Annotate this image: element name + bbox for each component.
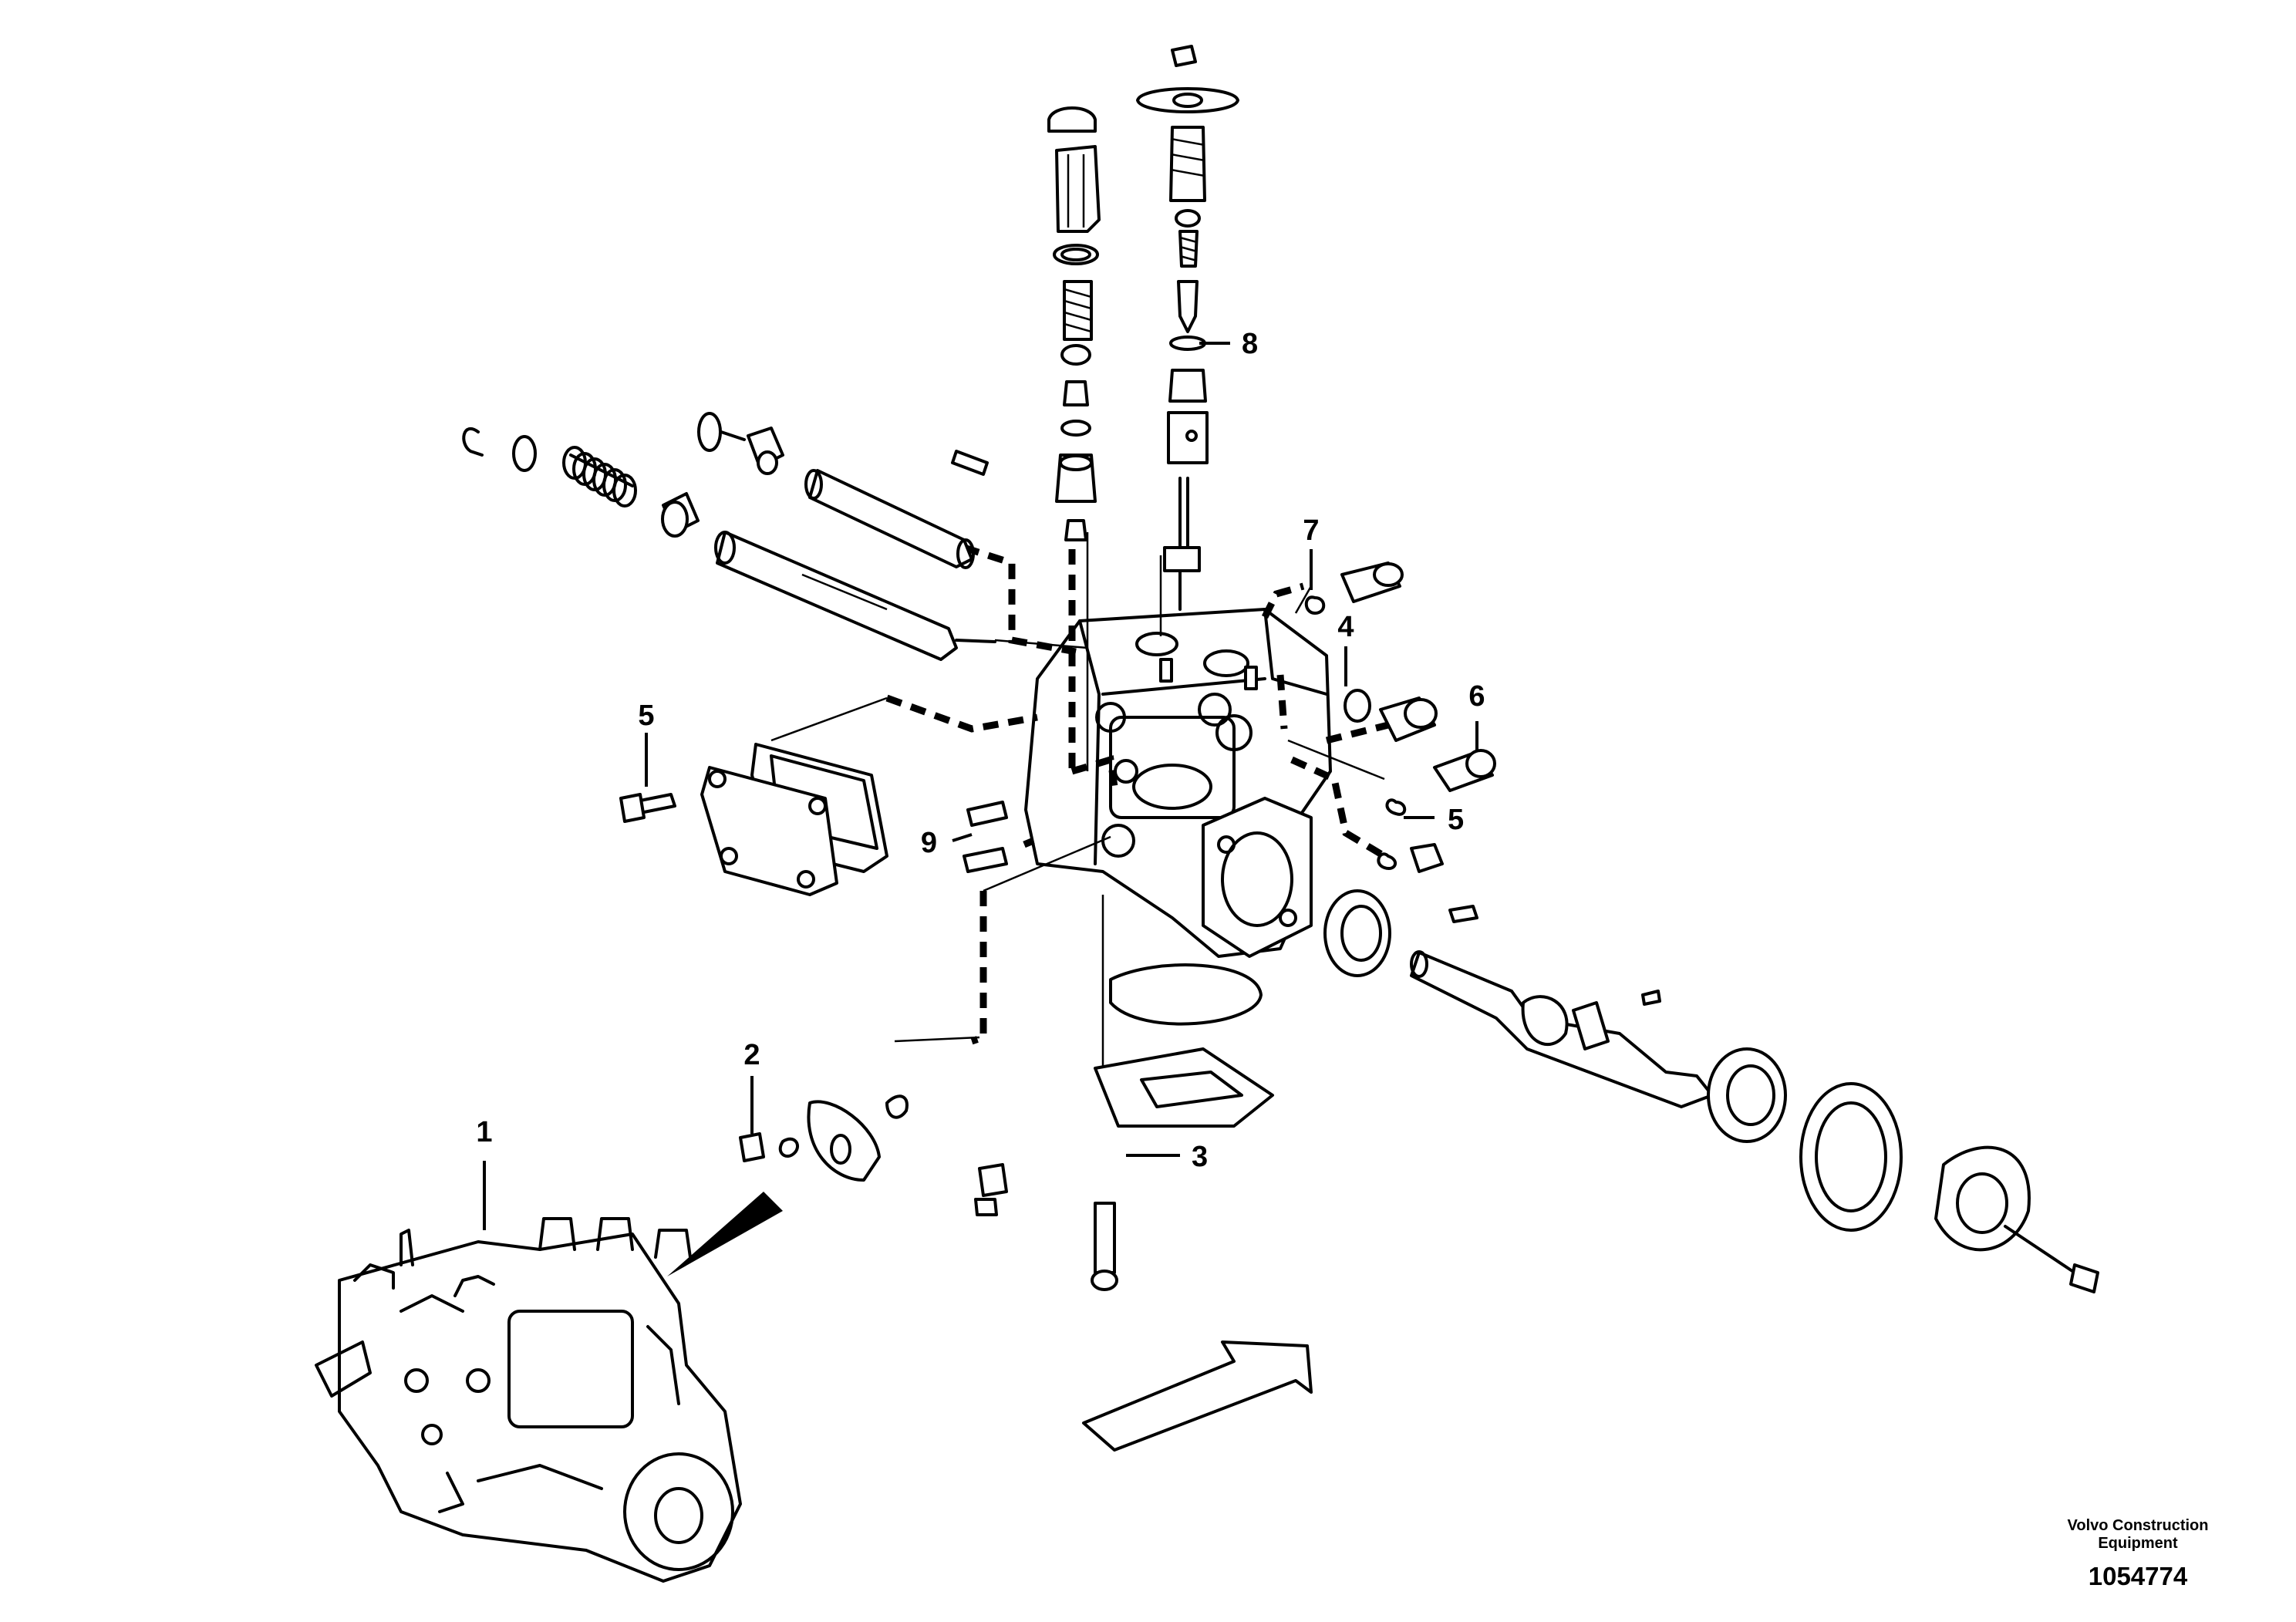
callout-5-right: 5 — [1448, 804, 1464, 836]
callout-2: 2 — [743, 1039, 760, 1071]
direction-arrow — [1082, 1340, 1313, 1452]
callout-7: 7 — [1303, 514, 1319, 547]
pump-housing — [1024, 608, 1332, 958]
assembly-lines — [770, 532, 1385, 1080]
callout-3: 3 — [1192, 1141, 1208, 1173]
callout-numbers: 1 2 3 4 5 5 6 7 8 9 — [476, 328, 1485, 1173]
pump-overview-inset — [315, 1217, 742, 1583]
callout-6: 6 — [1468, 680, 1485, 713]
brand-caption-line1: Volvo Construction — [2067, 1517, 2209, 1534]
drawing-number: 1054774 — [2088, 1562, 2188, 1590]
right-fittings — [1304, 561, 1496, 873]
callout-9: 9 — [921, 827, 937, 859]
governor-linkage — [462, 412, 996, 661]
callout-1: 1 — [476, 1116, 492, 1148]
camshaft-assembly — [1323, 889, 2099, 1293]
pointer-wedge — [667, 1192, 783, 1276]
callout-4: 4 — [1337, 611, 1354, 643]
callout-8: 8 — [1242, 328, 1258, 360]
callout-5-left: 5 — [638, 700, 654, 732]
inspection-cover — [619, 743, 888, 896]
assembly-guide-lines — [885, 544, 1390, 1045]
brand-caption-line2: Equipment — [2098, 1535, 2178, 1552]
leader-lines — [483, 342, 1478, 1230]
brand-caption: Volvo Construction Equipment — [2049, 1517, 2227, 1553]
plunger-stack — [1136, 45, 1239, 611]
lower-parts — [739, 801, 1274, 1291]
delivery-valve-stack — [951, 106, 1101, 541]
